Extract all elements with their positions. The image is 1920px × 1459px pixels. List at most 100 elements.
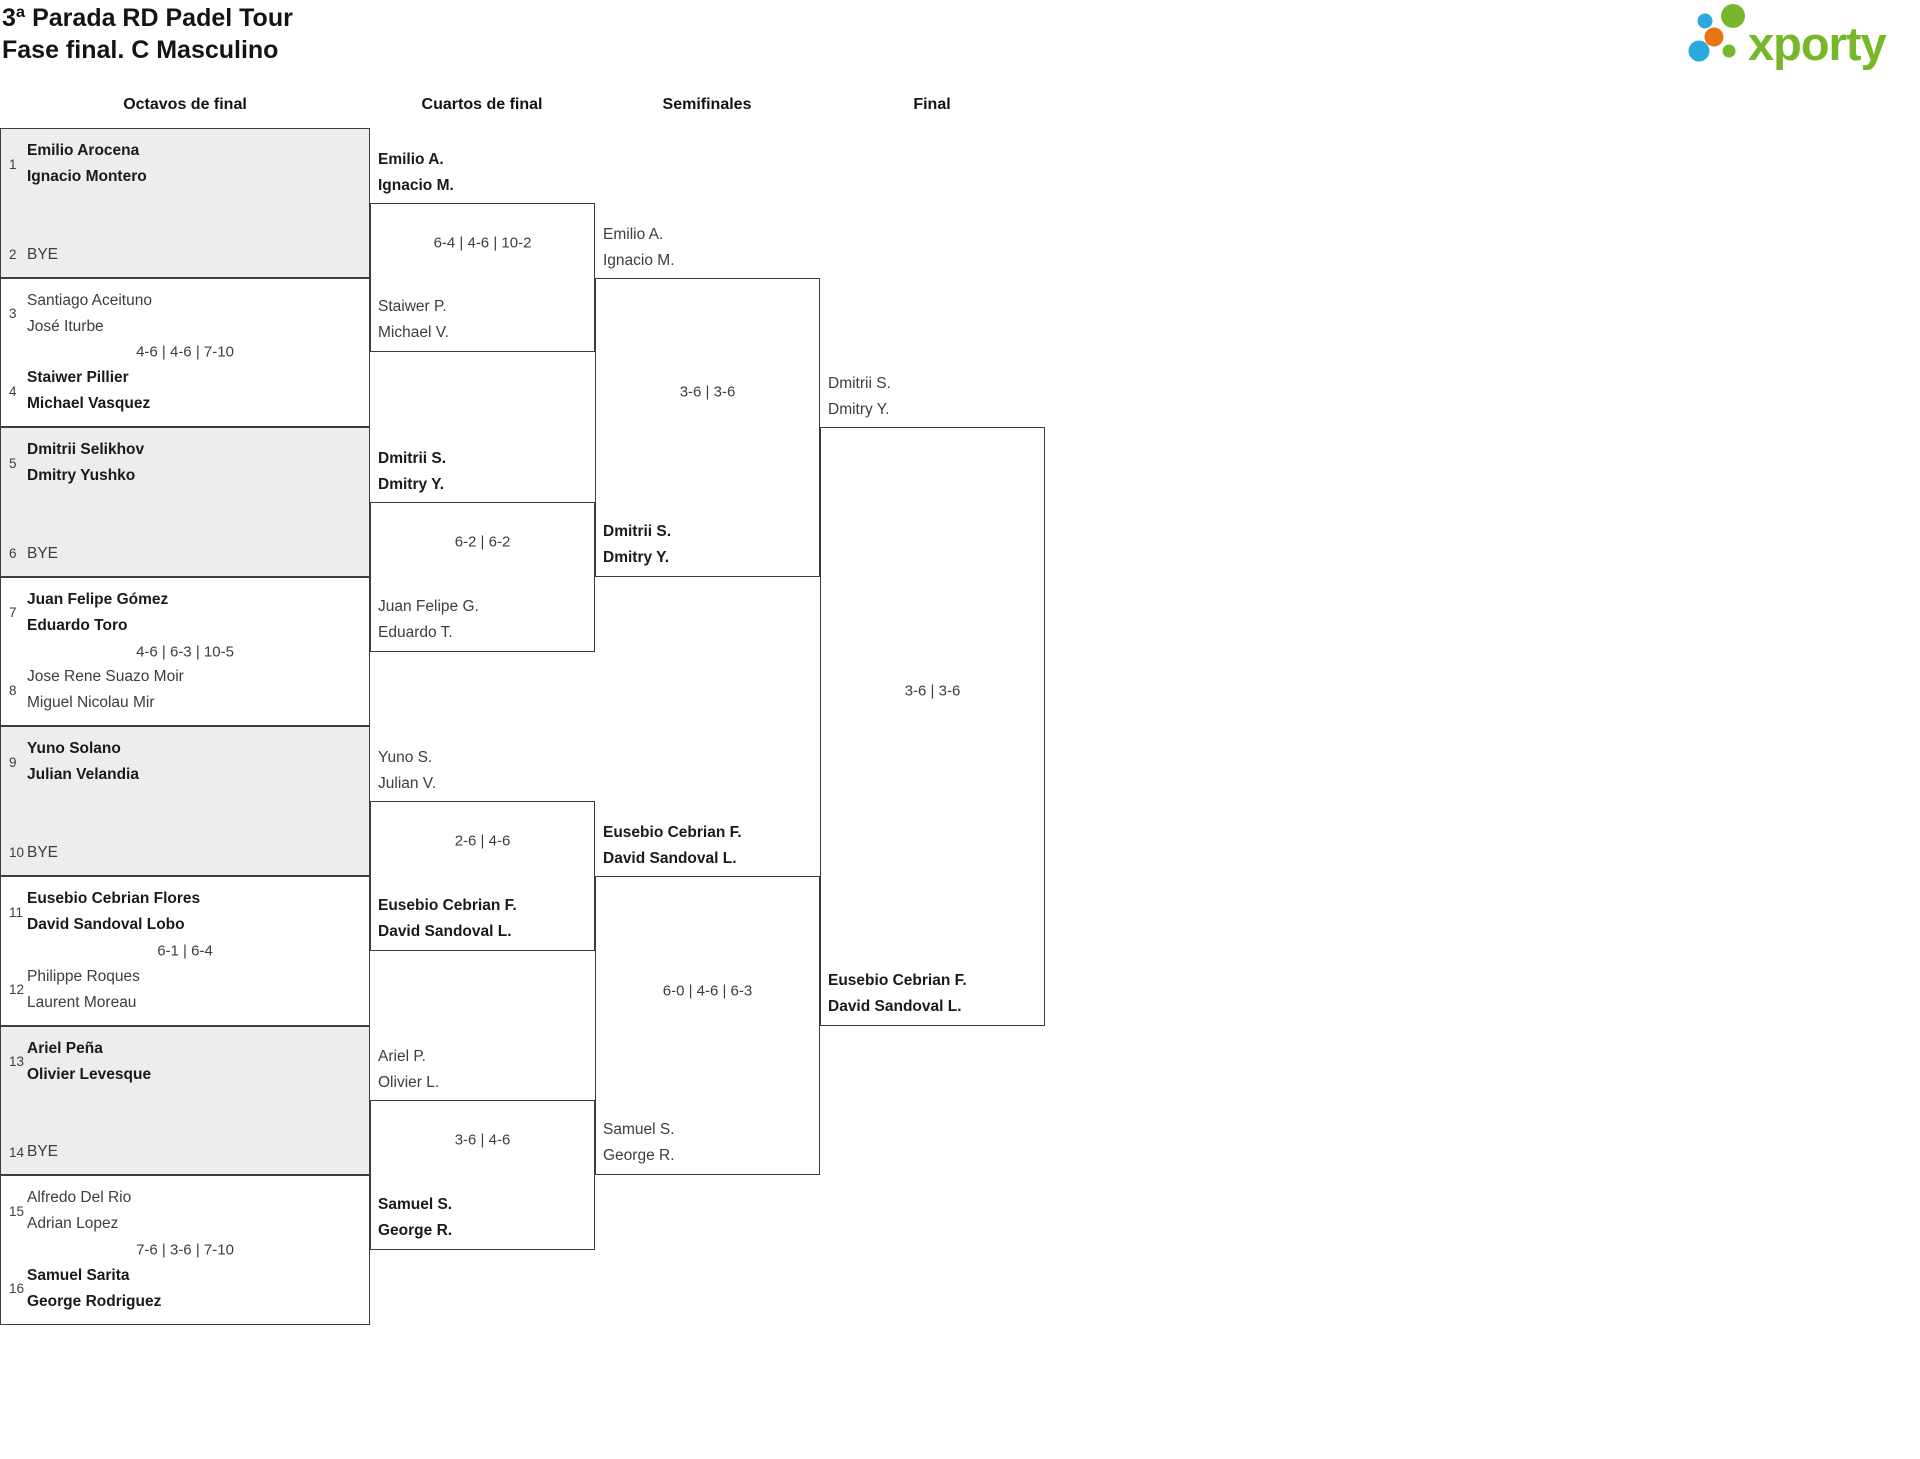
seed-number: 12 <box>9 982 25 998</box>
round-header-octavos: Octavos de final <box>123 96 247 113</box>
seed-number: 13 <box>9 1054 25 1070</box>
player-name: Adrian Lopez <box>27 1215 119 1233</box>
seed-number: 5 <box>9 455 17 471</box>
pair-label: Eusebio Cebrian F. David Sandoval L. <box>603 820 742 872</box>
player-name: Laurent Moreau <box>27 993 137 1011</box>
match-semifinal-2[interactable]: Eusebio Cebrian F. David Sandoval L. 6-0… <box>595 824 820 1176</box>
xporty-logo-icon: xporty <box>1688 4 1888 70</box>
pair-names: Philippe Roques Laurent Moreau <box>27 964 369 1016</box>
score-label: 4-6 | 4-6 | 7-10 <box>136 343 234 361</box>
score-label: 6-0 | 4-6 | 6-3 <box>662 982 753 1000</box>
logo-dot-blue-big <box>1688 40 1710 62</box>
pair-row: 13 Ariel Peña Olivier Levesque <box>1 1036 369 1088</box>
pair-row: 16 Samuel Sarita George Rodriguez <box>1 1263 369 1315</box>
player-name: Eusebio Cebrian Flores <box>27 890 201 907</box>
match-cuartos-3[interactable]: Yuno S. Julian V. 2-6 | 4-6 Eusebio Cebr… <box>370 749 595 951</box>
match-cuartos-4[interactable]: Ariel P. Olivier L. 3-6 | 4-6 Samuel S. … <box>370 1048 595 1250</box>
player-name: BYE <box>27 1143 59 1161</box>
pair-label: Ariel P. Olivier L. <box>378 1044 439 1096</box>
pair-label: Dmitrii S. Dmitry Y. <box>828 371 891 423</box>
pair-names: BYE <box>27 840 369 866</box>
player-name: Ignacio Montero <box>27 168 147 185</box>
seed-number: 15 <box>9 1203 25 1219</box>
match-cuartos-2[interactable]: Dmitrii S. Dmitry Y. 6-2 | 6-2 Juan Feli… <box>370 450 595 652</box>
match-octavos-8[interactable]: 15 Alfredo Del Rio Adrian Lopez 7-6 | 3-… <box>0 1175 370 1325</box>
pair-names: Jose Rene Suazo Moir Miguel Nicolau Mir <box>27 664 369 716</box>
seed-number: 3 <box>9 306 17 322</box>
player-name: David Sandoval L. <box>378 922 512 940</box>
player-name: Eduardo Toro <box>27 616 128 634</box>
match-semifinal-1[interactable]: Emilio A. Ignacio M. 3-6 | 3-6 Dmitrii S… <box>595 226 820 577</box>
match-octavos-2[interactable]: 3 Santiago Aceituno José Iturbe 4-6 | 4-… <box>0 277 370 428</box>
pair-row: 8 Jose Rene Suazo Moir Miguel Nicolau Mi… <box>1 664 369 716</box>
match-octavos-7[interactable]: 13 Ariel Peña Olivier Levesque 14 BYE <box>0 1025 370 1176</box>
pair-row: 4 Staiwer Pillier Michael Vasquez <box>1 365 369 417</box>
pair-row: 15 Alfredo Del Rio Adrian Lopez <box>1 1185 369 1237</box>
player-name: Dmitry Y. <box>603 548 670 566</box>
match-final[interactable]: Dmitrii S. Dmitry Y. 3-6 | 3-6 Eusebio C… <box>820 375 1045 1026</box>
player-name: Eusebio Cebrian F. <box>378 896 517 914</box>
player-name: Yuno Solano <box>27 740 121 758</box>
score-label: 4-6 | 6-3 | 10-5 <box>136 643 234 661</box>
round-header-semifinales: Semifinales <box>662 96 752 113</box>
seed-number: 9 <box>9 754 17 770</box>
score-label: 2-6 | 4-6 <box>454 832 511 850</box>
pair-label: Dmitrii S. Dmitry Y. <box>603 519 671 571</box>
player-name: George Rodriguez <box>27 1292 162 1310</box>
player-name: Michael Vasquez <box>27 395 151 413</box>
pair-label: Yuno S. Julian V. <box>378 745 436 797</box>
pair-row: 14 BYE <box>1 1139 369 1165</box>
player-name: Jose Rene Suazo Moir <box>27 668 184 686</box>
match-cuartos-1[interactable]: Emilio A. Ignacio M. 6-4 | 4-6 | 10-2 St… <box>370 151 595 353</box>
pair-label: Eusebio Cebrian F. David Sandoval L. <box>828 968 967 1020</box>
pair-row: 11 Eusebio Cebrian Flores David Sandoval… <box>1 886 369 938</box>
page-title: 3ª Parada RD Padel Tour Fase final. C Ma… <box>2 2 293 66</box>
player-name: Philippe Roques <box>27 967 140 985</box>
pair-names: Eusebio Cebrian Flores David Sandoval Lo… <box>27 886 369 938</box>
score-label: 3-6 | 3-6 <box>679 383 736 401</box>
score-label: 3-6 | 3-6 <box>904 682 961 700</box>
seed-number: 8 <box>9 682 17 698</box>
seed-number: 7 <box>9 605 17 621</box>
player-name: Samuel S. <box>603 1121 675 1139</box>
pair-row: 2 BYE <box>1 242 369 268</box>
pair-row: 1 Emilio Arocena Ignacio Montero <box>1 138 369 190</box>
player-name: Eusebio Cebrian F. <box>828 971 967 989</box>
pair-label: Juan Felipe G. Eduardo T. <box>378 594 479 646</box>
seed-number: 6 <box>9 546 17 562</box>
pair-names: Alfredo Del Rio Adrian Lopez <box>27 1185 369 1237</box>
player-name: BYE <box>27 843 59 861</box>
pair-names: Dmitrii Selikhov Dmitry Yushko <box>27 437 369 489</box>
seed-number: 14 <box>9 1144 25 1160</box>
pair-names: BYE <box>27 541 369 567</box>
pair-names: Samuel Sarita George Rodriguez <box>27 1263 369 1315</box>
player-name: Yuno S. <box>378 749 433 767</box>
player-name: Dmitrii S. <box>828 375 891 393</box>
pair-row: 12 Philippe Roques Laurent Moreau <box>1 964 369 1016</box>
logo-dot-green-small <box>1722 44 1736 58</box>
round-header-cuartos: Cuartos de final <box>421 96 543 113</box>
player-name: George R. <box>378 1221 453 1239</box>
player-name: Emilio A. <box>603 225 664 243</box>
seed-number: 2 <box>9 247 17 263</box>
match-octavos-6[interactable]: 11 Eusebio Cebrian Flores David Sandoval… <box>0 876 370 1026</box>
player-name: Julian V. <box>378 775 437 793</box>
pair-label: Dmitrii S. Dmitry Y. <box>378 446 446 498</box>
pair-names: BYE <box>27 242 369 268</box>
player-name: Eusebio Cebrian F. <box>603 824 742 841</box>
seed-number: 16 <box>9 1281 25 1297</box>
pair-row: 10 BYE <box>1 840 369 866</box>
pair-row: 9 Yuno Solano Julian Velandia <box>1 736 369 788</box>
match-octavos-5[interactable]: 9 Yuno Solano Julian Velandia 10 BYE <box>0 726 370 876</box>
pair-names: Yuno Solano Julian Velandia <box>27 736 369 788</box>
match-octavos-4[interactable]: 7 Juan Felipe Gómez Eduardo Toro 4-6 | 6… <box>0 576 370 727</box>
player-name: Dmitry Y. <box>828 401 890 419</box>
match-octavos-3[interactable]: 5 Dmitrii Selikhov Dmitry Yushko 6 BYE <box>0 427 370 577</box>
pair-names: Juan Felipe Gómez Eduardo Toro <box>27 587 369 639</box>
player-name: Olivier L. <box>378 1074 440 1092</box>
xporty-logo[interactable]: xporty <box>1682 2 1920 74</box>
round-header-final: Final <box>913 96 951 113</box>
seed-number: 4 <box>9 383 17 399</box>
match-octavos-1[interactable]: 1 Emilio Arocena Ignacio Montero 2 BYE <box>0 128 370 278</box>
player-name: Ariel Peña <box>27 1039 103 1057</box>
